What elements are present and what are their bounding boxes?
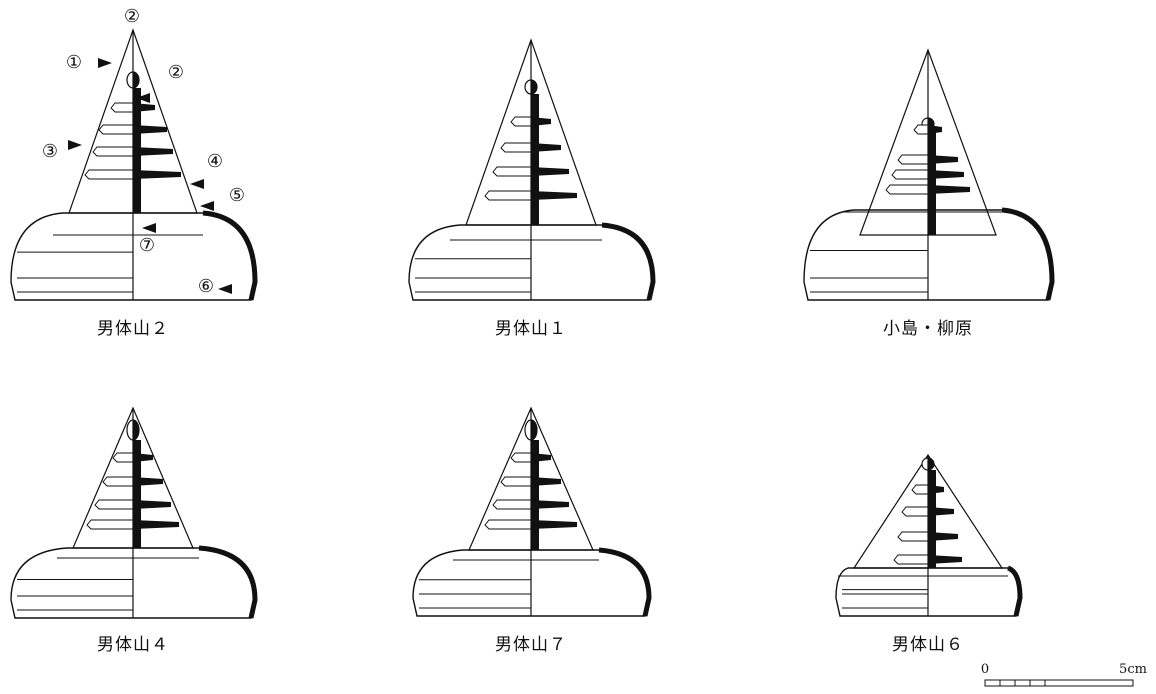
finial-section (928, 458, 934, 470)
tier-section (133, 520, 179, 529)
lid-section-profile (202, 210, 258, 301)
tier-ring (885, 184, 929, 195)
marker-6: ⑥ (197, 276, 215, 297)
marker-7: ⑦ (138, 235, 156, 256)
tier-section (531, 520, 577, 529)
lid-figure-6 (835, 453, 1023, 617)
tier-section (928, 170, 964, 179)
tier-ring (893, 554, 929, 565)
tier-ring (911, 484, 929, 495)
tier-section (531, 167, 569, 176)
pointer-arrow (142, 223, 156, 233)
finial-section (133, 72, 139, 88)
marker-2-top: ② (123, 6, 141, 27)
pointer-arrow (200, 201, 214, 211)
spire-section (133, 88, 141, 213)
scale-bar-frame (984, 679, 1134, 687)
pointer-arrow (98, 58, 112, 68)
tier-section (133, 125, 167, 134)
tier-ring (110, 102, 134, 113)
tier-ring (84, 169, 134, 180)
tier-ring (492, 499, 532, 510)
tier-section (928, 555, 962, 564)
caption-nantaisan-1: 男体山１ (495, 319, 567, 339)
scale-max-label: 5cm (1119, 662, 1147, 677)
tier-ring (86, 519, 134, 530)
tier-ring (891, 169, 929, 180)
tier-ring (102, 476, 134, 487)
tier-ring (92, 146, 134, 157)
tier-section (928, 185, 970, 194)
tier-section (531, 500, 569, 509)
tier-ring (913, 124, 929, 135)
tier-ring (901, 506, 929, 517)
tier-ring (897, 154, 929, 165)
tier-ring (484, 519, 532, 530)
tier-ring (94, 499, 134, 510)
tier-ring (897, 531, 929, 542)
spire-section (928, 130, 936, 235)
pointer-arrow (218, 284, 232, 294)
lid-section-profile (601, 222, 656, 301)
finial-section (531, 420, 537, 440)
caption-nantaisan-7: 男体山７ (495, 635, 567, 655)
tier-ring (484, 190, 532, 201)
finial-section (133, 420, 139, 440)
spire-section (531, 440, 539, 550)
marker-1: ① (65, 52, 83, 73)
caption-nantaisan-2: 男体山２ (97, 319, 169, 339)
tier-ring (510, 116, 532, 127)
tier-ring (112, 452, 134, 463)
lid-section-profile (1001, 207, 1055, 301)
tier-section (133, 170, 181, 179)
marker-2: ② (167, 62, 185, 83)
marker-4: ④ (206, 151, 224, 172)
lid-section-profile (598, 547, 652, 617)
lid-section-profile (198, 545, 258, 619)
pointer-arrow (68, 140, 82, 150)
pointer-arrow (190, 179, 204, 189)
spire-section (133, 440, 141, 548)
scale-min-label: 0 (980, 662, 990, 677)
tier-ring (510, 452, 532, 463)
tier-ring (492, 166, 532, 177)
caption-kojima-yanagihara: 小島・柳原 (883, 319, 973, 339)
tier-ring (500, 476, 532, 487)
lid-figure-4 (10, 406, 258, 619)
caption-nantaisan-4: 男体山４ (97, 635, 169, 655)
tier-ring (98, 124, 134, 135)
lid-figure-1 (10, 28, 258, 301)
lid-section-profile (1006, 565, 1023, 617)
caption-nantaisan-6: 男体山６ (892, 635, 964, 655)
pointer-arrow (136, 93, 150, 103)
tier-section (531, 191, 577, 200)
finial-section (531, 80, 537, 94)
tier-section (133, 500, 171, 509)
tier-ring (500, 142, 532, 153)
marker-5: ⑤ (228, 185, 246, 206)
marker-3: ③ (41, 141, 59, 162)
tier-section (133, 147, 173, 156)
lid-figure-5 (412, 406, 652, 617)
lid-figure-3 (803, 48, 1055, 301)
spire-section (531, 94, 539, 225)
spire-section (928, 470, 936, 568)
scale-bar (984, 679, 1134, 687)
lid-figure-2 (408, 38, 656, 301)
